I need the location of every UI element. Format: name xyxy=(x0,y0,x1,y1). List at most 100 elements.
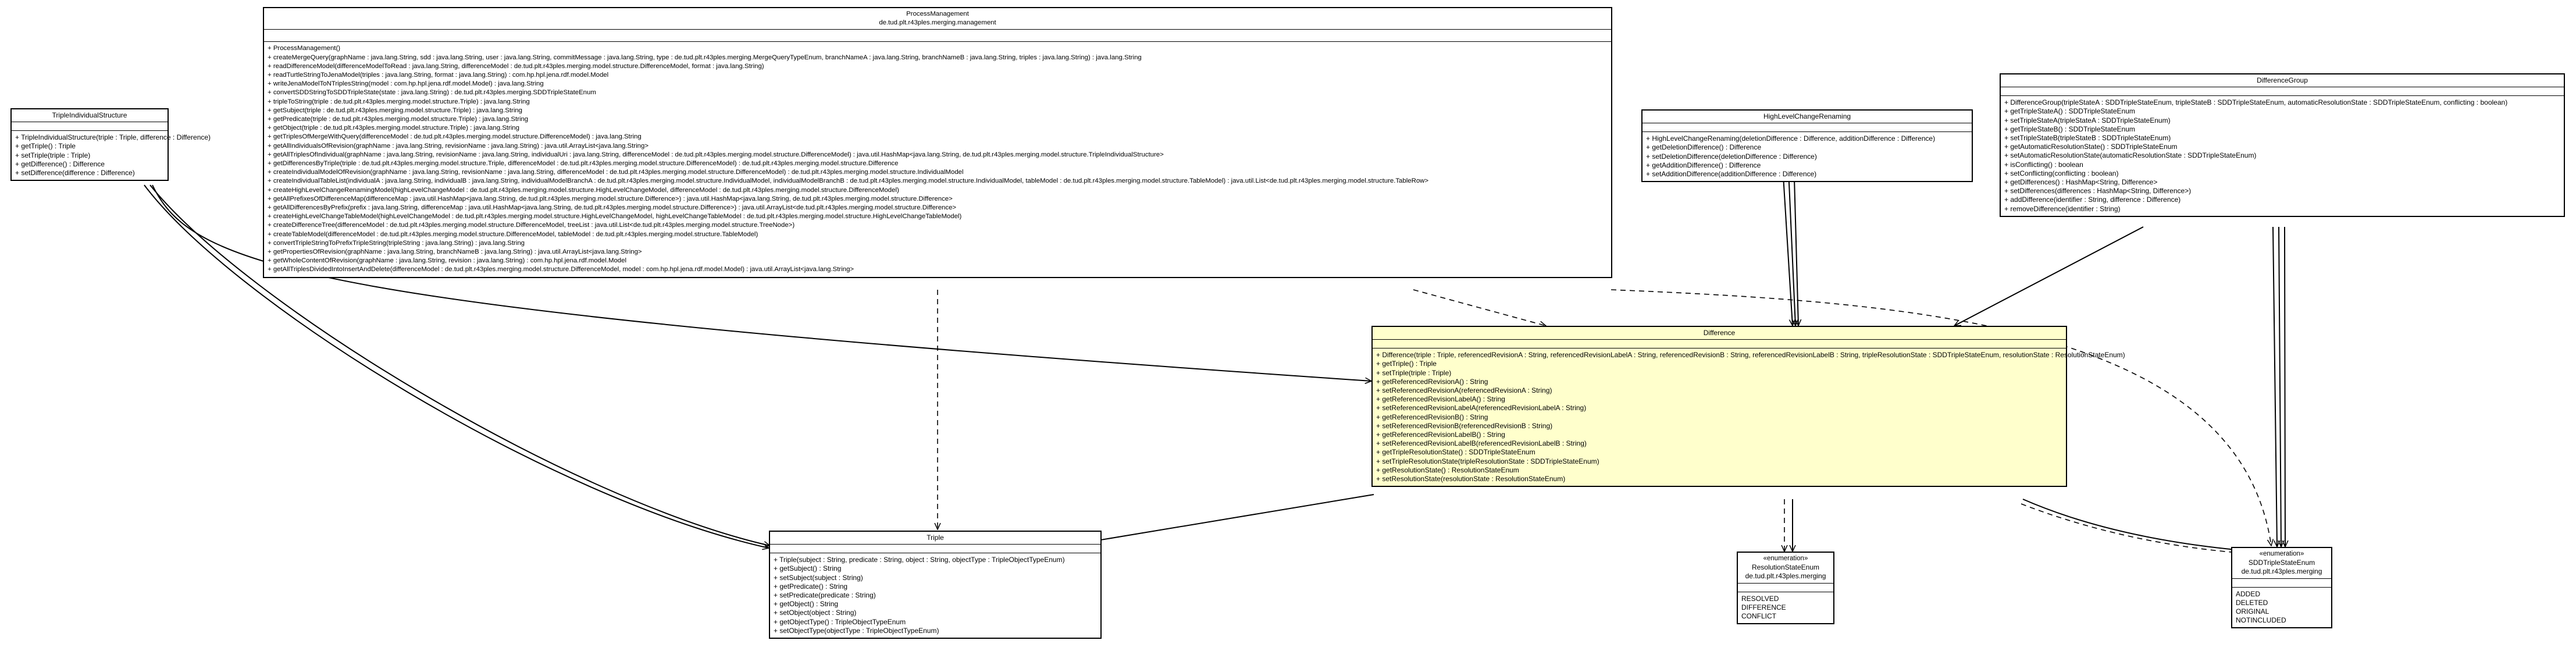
operation: + setResolutionState(resolutionState : R… xyxy=(1376,475,1566,483)
operation: + getPropertiesOfRevision(graphName : ja… xyxy=(268,248,642,256)
operation: + setReferencedRevisionLabelA(referenced… xyxy=(1376,404,1587,412)
operation: + createMergeQuery(graphName : java.lang… xyxy=(268,54,1142,61)
operations-compartment: + Triple(subject : String, predicate : S… xyxy=(770,553,1100,638)
operation: + Triple(subject : String, predicate : S… xyxy=(774,556,1065,564)
operation: + setReferencedRevisionA(referencedRevis… xyxy=(1376,386,1552,395)
class-triple[interactable]: Triple + Triple(subject : String, predic… xyxy=(769,531,1102,639)
operation: + getTripleStateB() : SDDTripleStateEnum xyxy=(2004,125,2135,133)
operation: + getAllTriplesDividedIntoInsertAndDelet… xyxy=(268,266,854,273)
edge-dg-to-sdd-1 xyxy=(2272,226,2277,547)
edge-hlcr-to-difference-2 xyxy=(1787,157,1795,326)
operation: + getAdditionDifference() : Difference xyxy=(1646,161,1761,169)
operation: + getWholeContentOfRevision(graphName : … xyxy=(268,257,626,265)
operation: + removeDifference(identifier : String) xyxy=(2004,204,2121,213)
operation: + getDifferencesByTriple(triple : de.tud… xyxy=(268,160,899,168)
enum-value: ORIGINAL xyxy=(2236,607,2269,616)
edge-hlcr-to-difference-3 xyxy=(1793,157,1798,326)
operation: + getObjectType() : TripleObjectTypeEnum xyxy=(774,617,906,626)
operations-compartment: + TripleIndividualStructure(triple : Tri… xyxy=(12,131,211,180)
operation: + Difference(triple : Triple, referenced… xyxy=(1376,351,2125,360)
operation: + getReferencedRevisionLabelA() : String xyxy=(1376,395,1505,404)
stereotype-label: «enumeration» xyxy=(2259,550,2304,557)
enum-value: DELETED xyxy=(2236,598,2268,607)
operation: + setObject(object : String) xyxy=(774,609,857,617)
class-triple-individual-structure[interactable]: TripleIndividualStructure + TripleIndivi… xyxy=(10,108,211,182)
operation: + setPredicate(predicate : String) xyxy=(774,591,876,600)
operation: + setObjectType(objectType : TripleObjec… xyxy=(774,626,939,635)
edge-pm-to-difference xyxy=(1413,289,1546,326)
class-difference[interactable]: Difference + Difference(triple : Triple,… xyxy=(1371,326,2125,488)
class-process-management[interactable]: ProcessManagement de.tud.plt.r43ples.mer… xyxy=(263,7,1612,278)
operation: + setTriple(triple : Triple) xyxy=(1376,368,1452,377)
operation: + createDifferenceTree(differenceModel :… xyxy=(268,222,795,229)
edge-difference-to-sdd xyxy=(2022,499,2256,552)
enum-value: ADDED xyxy=(2236,589,2261,598)
operation: + setSubject(subject : String) xyxy=(774,573,863,582)
operation: + getTripleResolutionState() : SDDTriple… xyxy=(1376,448,1535,457)
operation: + getReferencedRevisionLabelB() : String xyxy=(1376,431,1505,439)
operation: + createHighLevelChangeTableModel(highLe… xyxy=(268,213,962,220)
enum-value: DIFFERENCE xyxy=(1741,603,1786,611)
class-package: de.tud.plt.r43ples.merging.management xyxy=(879,19,996,27)
operation: + getTripleStateA() : SDDTripleStateEnum xyxy=(2004,107,2135,116)
operations-compartment: + DifferenceGroup(tripleStateA : SDDTrip… xyxy=(2001,96,2564,216)
attributes-compartment xyxy=(770,545,1100,554)
class-name: TripleIndividualStructure xyxy=(52,111,127,119)
class-name: DifferenceGroup xyxy=(2257,76,2308,84)
operation: + getDifference() : Difference xyxy=(15,159,105,168)
operation: + getObject() : String xyxy=(774,600,839,609)
operation: + setTripleStateA(tripleStateA : SDDTrip… xyxy=(2004,116,2171,125)
class-high-level-change-renaming[interactable]: HighLevelChangeRenaming + HighLevelChang… xyxy=(1641,109,1973,183)
enum-package: de.tud.plt.r43ples.merging xyxy=(2241,567,2322,576)
attributes-compartment xyxy=(2232,579,2331,588)
operation: + setDifferences(differences : HashMap<S… xyxy=(2004,187,2192,195)
operation: + getTriple() : Triple xyxy=(15,142,76,151)
operation: + TripleIndividualStructure(triple : Tri… xyxy=(15,133,211,142)
operation: + ProcessManagement() xyxy=(268,45,341,52)
operation: + setReferencedRevisionB(referencedRevis… xyxy=(1376,421,1553,430)
operation: + getSubject(triple : de.tud.plt.r43ples… xyxy=(268,106,523,114)
operations-compartment: + ProcessManagement() + createMergeQuery… xyxy=(264,42,1611,276)
operations-compartment: + HighLevelChangeRenaming(deletionDiffer… xyxy=(1642,132,1972,181)
operation: + setDifference(difference : Difference) xyxy=(15,169,135,177)
enum-value: CONFLICT xyxy=(1741,612,1776,621)
operation: + setAdditionDifference(additionDifferen… xyxy=(1646,170,1817,179)
edge-tis-to-difference xyxy=(152,184,1371,381)
attributes-compartment xyxy=(264,30,1611,42)
operation: + getAllDifferencesByPrefix(prefix : jav… xyxy=(268,204,957,212)
class-difference-group[interactable]: DifferenceGroup + DifferenceGroup(triple… xyxy=(2000,73,2565,217)
operation: + getDifferences() : HashMap<String, Dif… xyxy=(2004,178,2158,187)
edge-hlcr-to-difference-1 xyxy=(1782,157,1793,326)
attributes-compartment xyxy=(1373,340,2066,349)
operation: + getPredicate() : String xyxy=(774,582,848,591)
stereotype-label: «enumeration» xyxy=(1763,555,1808,562)
operation: + writeJenaModelToNTriplesString(model :… xyxy=(268,80,544,88)
operation: + HighLevelChangeRenaming(deletionDiffer… xyxy=(1646,134,1936,143)
operation: + getAllIndividualsOfRevision(graphName … xyxy=(268,142,649,150)
enum-name: ResolutionStateEnum xyxy=(1751,563,1820,572)
operation: + setDeletionDifference(deletionDifferen… xyxy=(1646,152,1817,161)
operation: + getSubject() : String xyxy=(774,564,842,573)
enum-package: de.tud.plt.r43ples.merging xyxy=(1745,572,1826,581)
operation: + setTripleStateB(tripleStateB : SDDTrip… xyxy=(2004,134,2171,143)
class-name: Triple xyxy=(927,533,944,542)
edge-tis-to-triple xyxy=(144,184,769,548)
operation: + getDeletionDifference() : Difference xyxy=(1646,143,1761,152)
class-name: Difference xyxy=(1703,329,1736,337)
operation: + getReferencedRevisionB() : String xyxy=(1376,412,1488,421)
operation: + isConflicting() : boolean xyxy=(2004,160,2083,169)
edge-dg-to-difference xyxy=(1954,226,2144,326)
attributes-compartment xyxy=(2001,87,2564,97)
operation: + getReferencedRevisionA() : String xyxy=(1376,377,1488,386)
enum-resolution-state[interactable]: «enumeration» ResolutionStateEnum de.tud… xyxy=(1737,552,1834,625)
operation: + setConflicting(conflicting : boolean) xyxy=(2004,169,2119,177)
operation: + getTriple() : Triple xyxy=(1376,360,1437,368)
enum-value: RESOLVED xyxy=(1741,594,1779,603)
operation: + readTurtleStringToJenaModel(triples : … xyxy=(268,72,609,79)
enum-values: ADDED DELETED ORIGINAL NOTINCLUDED xyxy=(2232,588,2331,628)
enum-sdd-triple-state[interactable]: «enumeration» SDDTripleStateEnum de.tud.… xyxy=(2231,547,2332,629)
attributes-compartment xyxy=(1642,123,1972,133)
class-name: ProcessManagement xyxy=(906,10,969,17)
enum-name: SDDTripleStateEnum xyxy=(2248,559,2315,567)
operation: + convertSDDStringToSDDTripleState(state… xyxy=(268,89,596,97)
